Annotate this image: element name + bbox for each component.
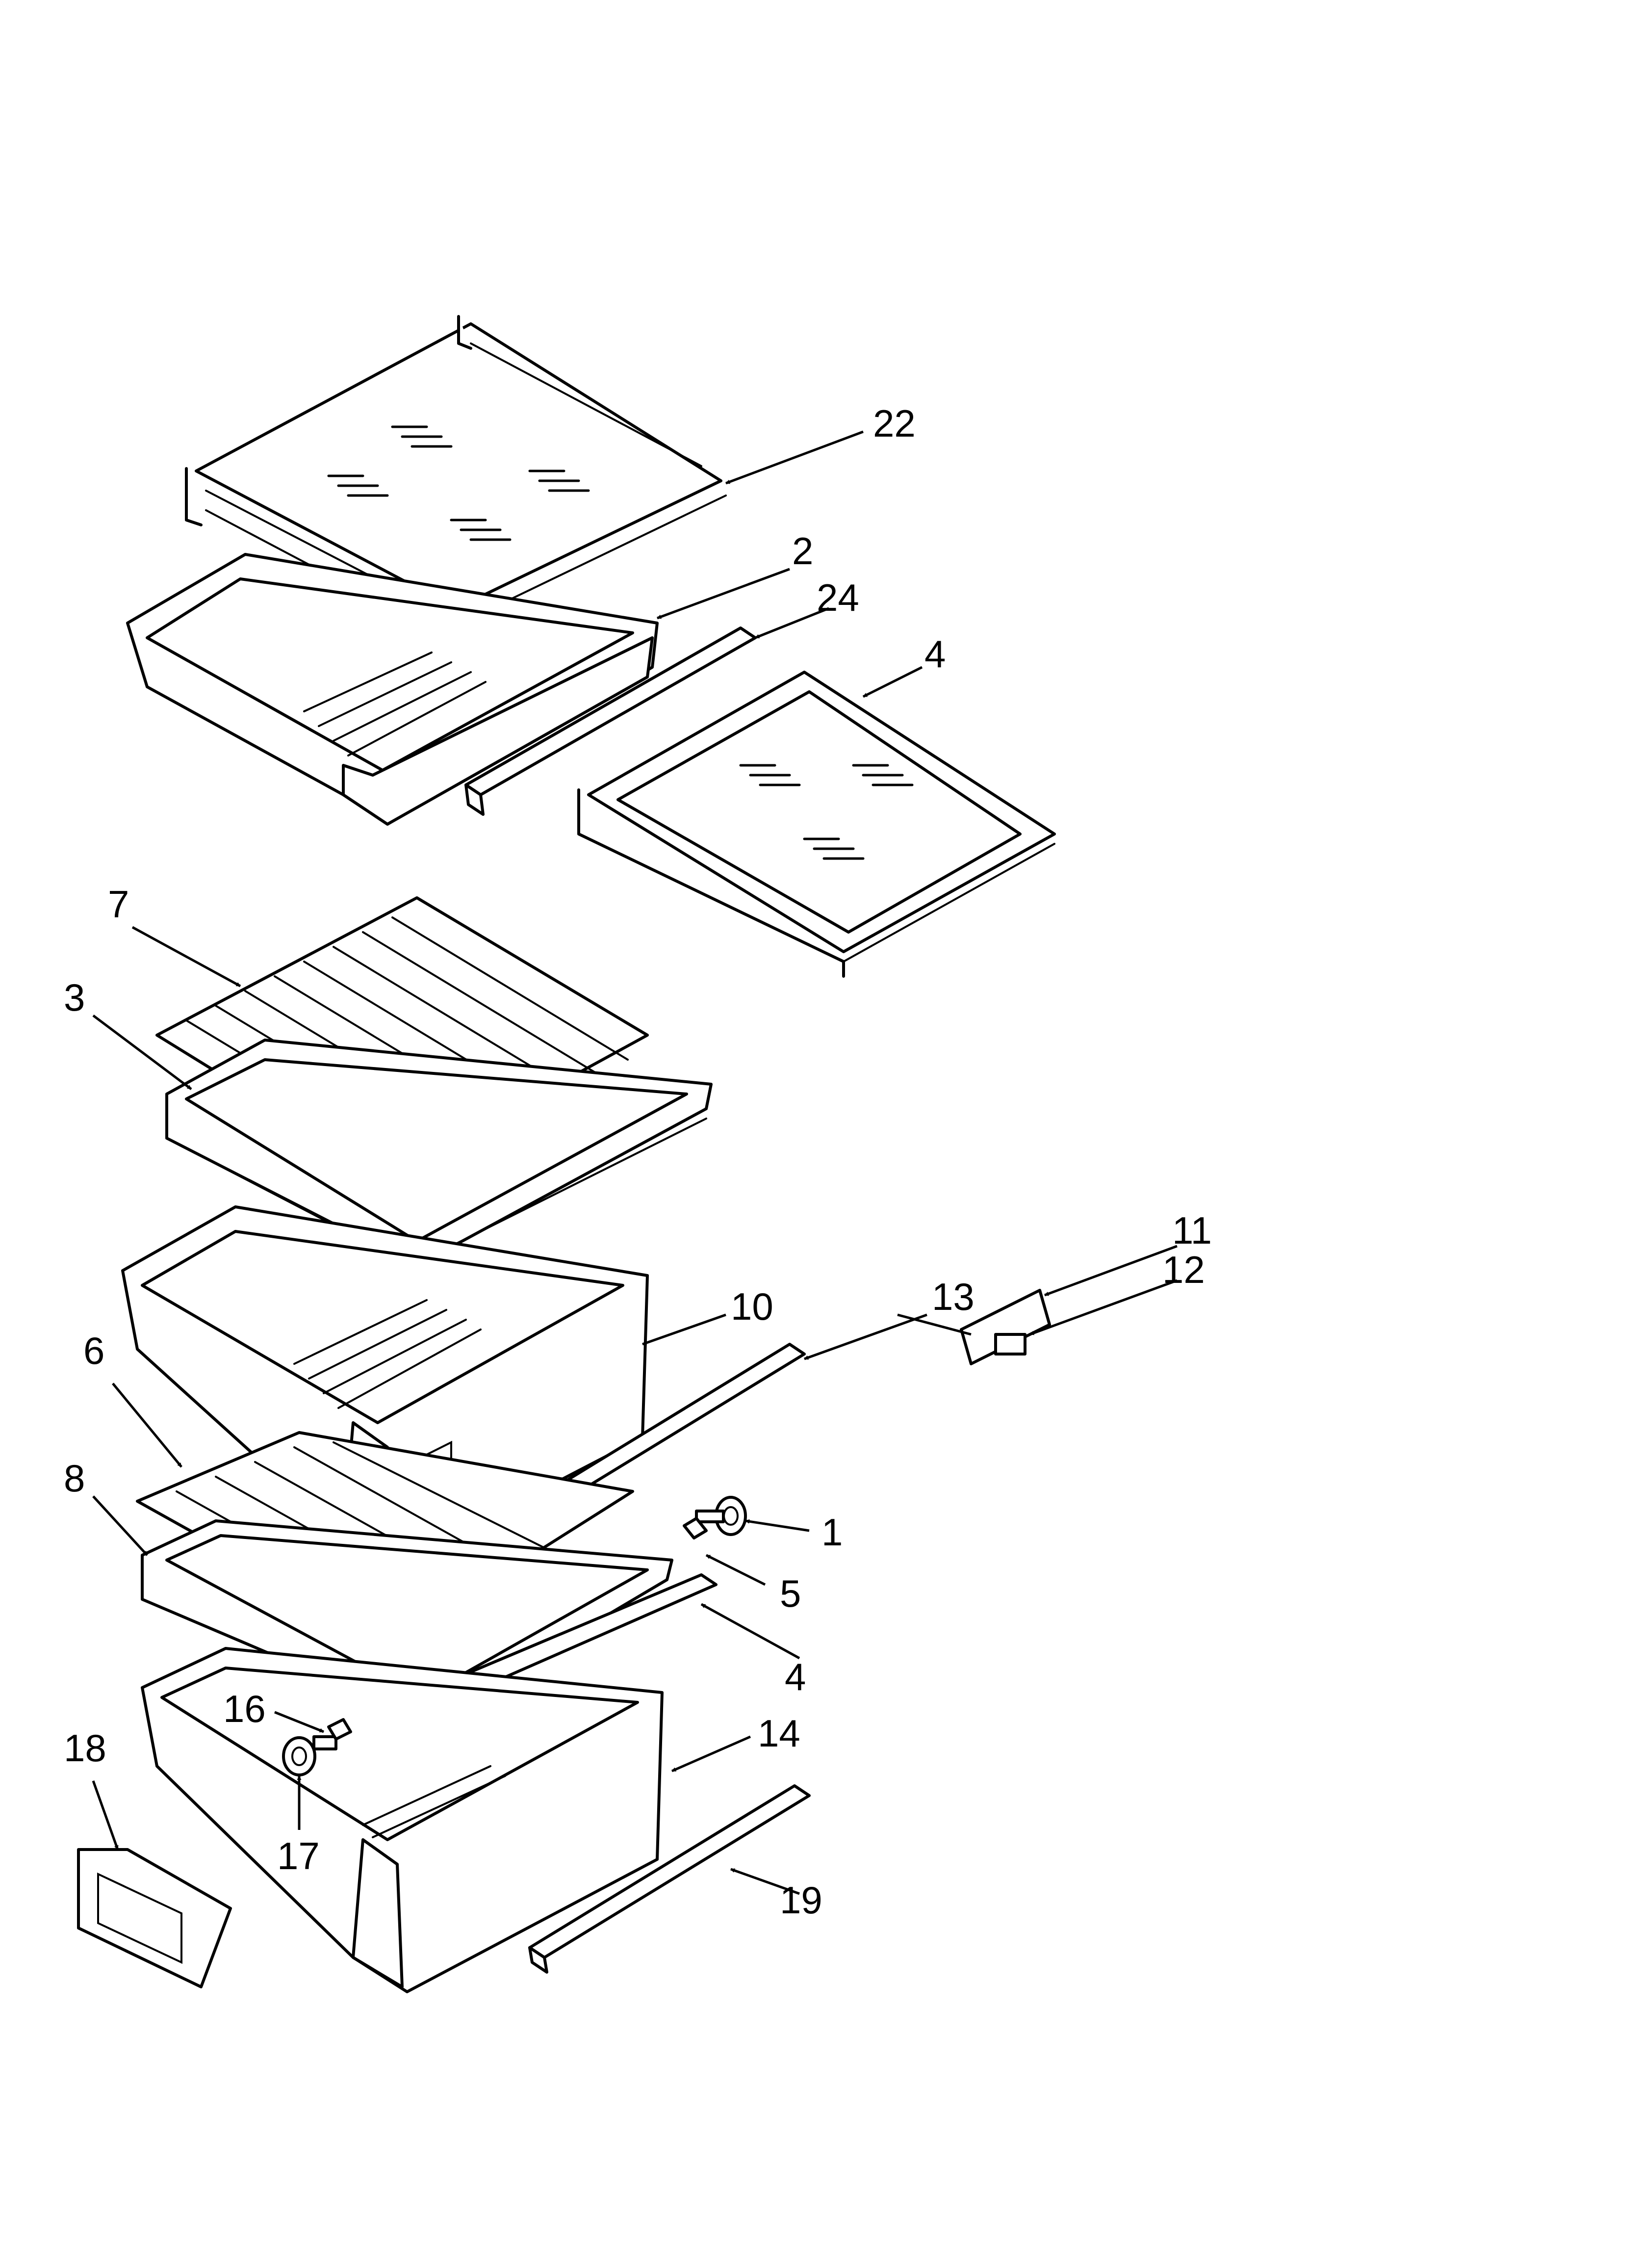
lower-crisper-grille xyxy=(293,1299,482,1409)
leader-lines xyxy=(92,430,1178,1895)
callout-3: 3 xyxy=(64,976,85,1019)
callout-16: 16 xyxy=(223,1687,266,1730)
callout-5: 5 xyxy=(780,1572,801,1615)
callout-17: 17 xyxy=(277,1834,320,1877)
callout-19: 19 xyxy=(780,1878,822,1922)
callout-12: 12 xyxy=(1162,1248,1205,1291)
callout-24: 24 xyxy=(817,576,859,619)
glass-reflection-marks xyxy=(327,425,590,541)
callout-8: 8 xyxy=(64,1457,85,1500)
callout-14: 14 xyxy=(758,1712,800,1755)
bottom-drawer-part xyxy=(141,1647,664,1993)
callout-1: 1 xyxy=(821,1511,843,1554)
small-shelf-glass-marks xyxy=(739,764,914,860)
callout-2: 2 xyxy=(792,529,813,573)
small-shelf-part xyxy=(577,671,1056,978)
callout-11: 11 xyxy=(1172,1209,1212,1252)
bottom-handle-part xyxy=(528,1784,811,1974)
callout-6: 6 xyxy=(83,1329,104,1372)
callout-18: 18 xyxy=(64,1726,106,1770)
roller-parts xyxy=(683,1496,747,1539)
callout-13: 13 xyxy=(932,1275,975,1318)
upper-crisper-part xyxy=(126,553,659,826)
callout-7: 7 xyxy=(108,883,129,926)
callout-10: 10 xyxy=(731,1285,773,1328)
label-frame-part xyxy=(77,1848,232,1988)
bottom-roller-parts xyxy=(282,1718,352,1776)
callout-labels: 22 2 24 4 7 3 10 13 11 12 6 8 1 5 4 16 1… xyxy=(64,402,1212,1922)
clip-parts xyxy=(897,1289,1051,1365)
top-shelf-part xyxy=(185,315,727,625)
callout-22: 22 xyxy=(873,402,916,445)
callout-4-lower: 4 xyxy=(785,1655,806,1698)
callout-4-upper: 4 xyxy=(924,632,946,676)
crisper-grille xyxy=(303,652,487,756)
lower-frame-part xyxy=(141,1519,673,1723)
